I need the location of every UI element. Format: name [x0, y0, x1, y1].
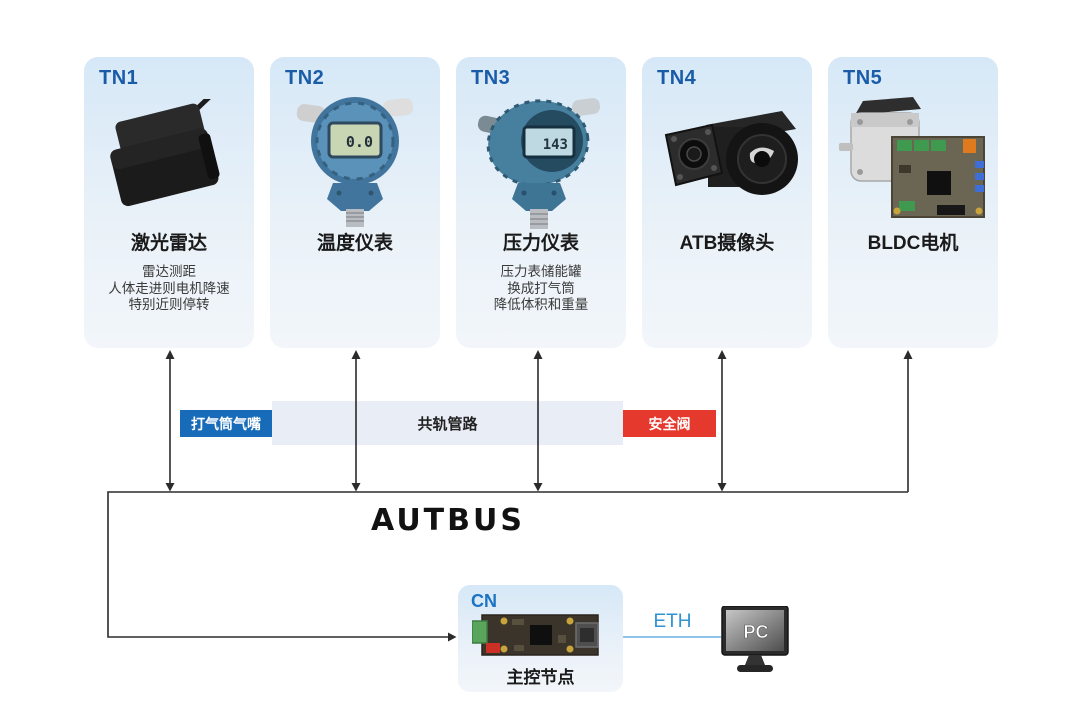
- node-title-tn3: 压力仪表: [502, 233, 579, 254]
- node-label-tn1: TN1: [99, 67, 139, 89]
- common-rail-label: 共轨管路: [417, 415, 478, 433]
- node-card-tn5: TN5 BLDC电机: [828, 57, 998, 348]
- pc-label: PC: [743, 622, 768, 642]
- desc-line: 人体走进则电机降速: [108, 280, 230, 296]
- temperature-transmitter-image: 0.0: [295, 79, 415, 234]
- lcd-value-tn2: 0.0: [346, 133, 373, 151]
- node-card-tn4: TN4 ATB摄像头: [642, 57, 812, 348]
- node-title-tn2: 温度仪表: [316, 233, 393, 254]
- pressure-transmitter-image: 143: [476, 83, 606, 236]
- autbus-label: AUTBUS: [371, 503, 525, 538]
- tn5-bus-arrow: [903, 350, 913, 492]
- node-card-tn3: TN3 143 压力仪表 压力表储能罐 换成打气筒 降低体积和重量: [456, 57, 626, 348]
- node-title-tn4: ATB摄像头: [679, 233, 775, 254]
- desc-line: 特别近则停转: [128, 297, 210, 312]
- node-title-tn1: 激光雷达: [130, 233, 207, 254]
- desc-line: 雷达测距: [142, 264, 196, 279]
- pc-monitor-icon: PC: [720, 605, 790, 674]
- node-title-tn5: BLDC电机: [867, 233, 959, 254]
- eth-label: ETH: [653, 611, 692, 632]
- tn4-bus-arrow: [717, 350, 727, 492]
- cn-card: CN 主控节点: [458, 585, 623, 692]
- cn-feed-arrowhead: [448, 632, 457, 642]
- node-label-tn2: TN2: [285, 67, 325, 89]
- node-card-tn2: TN2 0.0 温度仪表: [270, 57, 440, 348]
- atb-camera-image: [654, 103, 800, 226]
- control-node-board-image: [471, 611, 608, 664]
- common-rail-bar: 共轨管路: [272, 401, 623, 445]
- desc-line: 压力表储能罐: [500, 264, 582, 279]
- desc-line: 换成打气筒: [507, 280, 575, 296]
- desc-line: 降低体积和重量: [493, 297, 589, 312]
- bldc-motor-image: [837, 93, 989, 230]
- node-desc-tn3: 压力表储能罐 换成打气筒 降低体积和重量: [456, 264, 626, 314]
- node-label-tn3: TN3: [471, 67, 511, 89]
- laser-lidar-image: [99, 84, 239, 229]
- cn-label: CN: [471, 591, 497, 611]
- node-label-tn4: TN4: [657, 67, 697, 89]
- node-card-tn1: TN1 激光雷达 雷达测距 人体走进则电机降速 特别近则停转: [84, 57, 254, 348]
- cn-title: 主控节点: [506, 668, 575, 687]
- lcd-value-tn3: 143: [543, 137, 568, 153]
- node-desc-tn1: 雷达测距 人体走进则电机降速 特别近则停转: [84, 264, 254, 314]
- node-label-tn5: TN5: [843, 67, 883, 89]
- safety-valve-badge: 安全阀: [623, 410, 716, 437]
- pump-nozzle-badge: 打气筒气嘴: [180, 410, 272, 437]
- tn1-bus-arrow: [165, 350, 175, 492]
